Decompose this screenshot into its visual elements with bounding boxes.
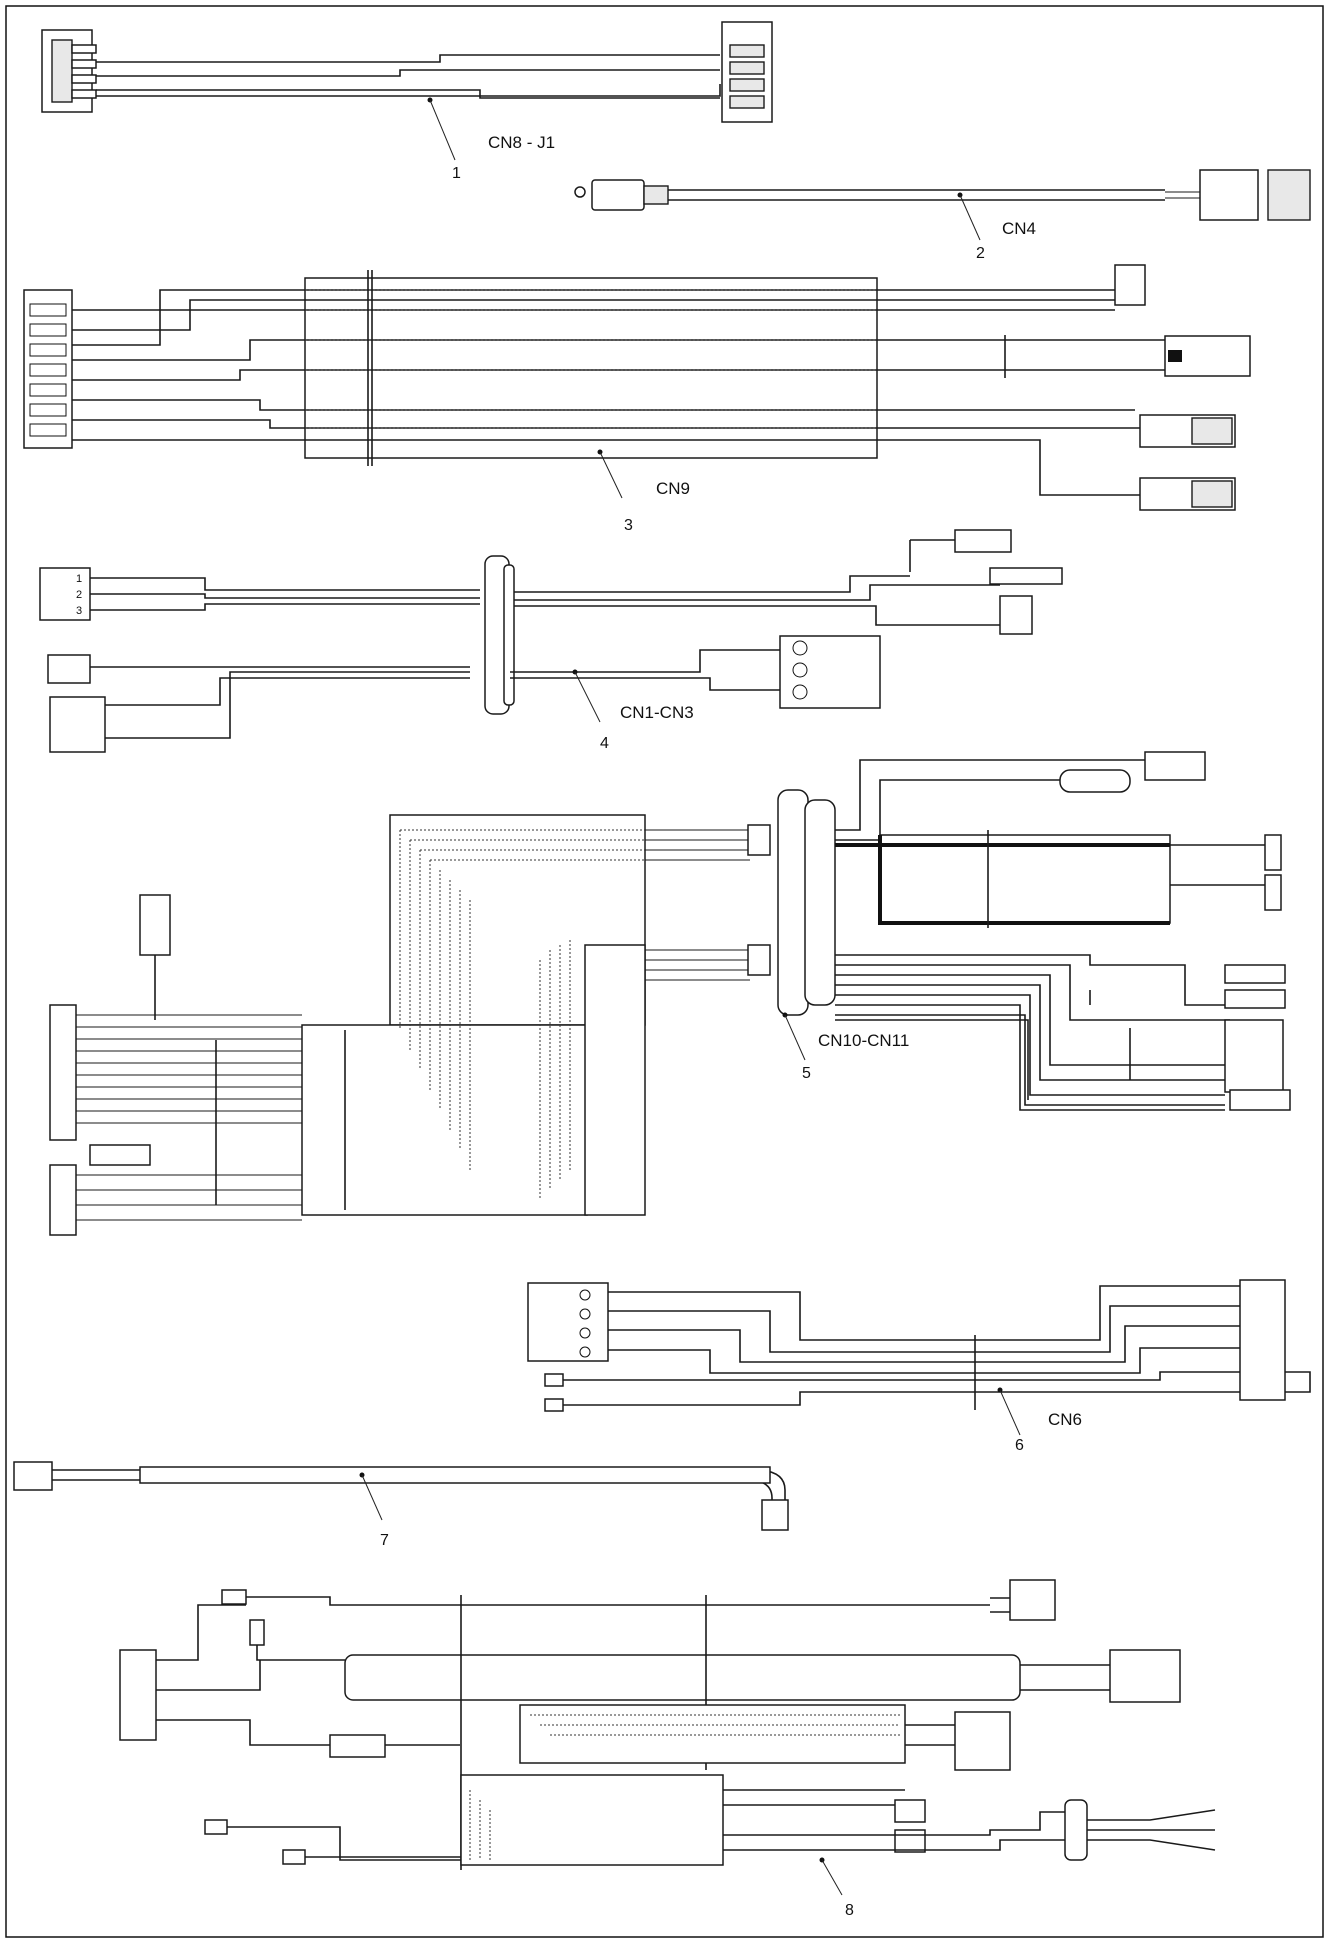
pin-label-2: 2	[76, 589, 82, 601]
harness-2: CN4 2	[574, 169, 1311, 262]
item-2-connector-label: CN4	[1002, 219, 1036, 238]
sensor-7	[761, 1499, 789, 1531]
page-frame	[5, 5, 1324, 1938]
harness-5: CN10-CN11 5	[49, 751, 1291, 1236]
pin-label-3: 3	[76, 605, 82, 617]
connector-4c	[999, 595, 1033, 635]
item-3-connector-label: CN9	[656, 479, 690, 498]
sleeve-5-right	[879, 834, 1171, 924]
harness-3: CN9 3	[23, 264, 1251, 534]
connector-8b	[1109, 1649, 1181, 1703]
terminal-strip-6	[1239, 1279, 1286, 1401]
item-4-number: 4	[600, 735, 609, 752]
item-5-number: 5	[802, 1065, 811, 1082]
item-1-number: 1	[452, 165, 461, 182]
sleeve-8-main	[344, 1654, 1021, 1701]
connector-8c	[954, 1711, 1011, 1771]
harness-4: 1 2 3 CN1-CN3 4	[39, 529, 1063, 753]
harness-8: 8	[119, 1579, 1216, 1919]
connector-left-4	[39, 567, 91, 621]
connector-left-2	[591, 179, 645, 211]
connector-left-6	[527, 1282, 609, 1362]
connector-3a	[1114, 264, 1146, 306]
pin-label-1: 1	[76, 573, 82, 585]
harness-7: 7	[13, 1461, 789, 1549]
sleeve-8-lower	[460, 1774, 724, 1866]
connector-5-left-main	[49, 1004, 77, 1141]
connector-4b	[989, 567, 1063, 585]
connector-5-a	[1264, 834, 1282, 871]
item-4-connector-label: CN1-CN3	[620, 703, 694, 722]
grommet-8	[1064, 1799, 1088, 1861]
item-5-connector-label: CN10-CN11	[818, 1031, 909, 1050]
connector-8a	[1009, 1579, 1056, 1621]
item-2-number: 2	[976, 245, 985, 262]
connector-5-d	[1229, 1089, 1291, 1111]
connector-right-2	[1199, 169, 1259, 221]
connector-5-b	[1264, 874, 1282, 911]
connector-5-c	[1224, 1019, 1284, 1093]
item-6-connector-label: CN6	[1048, 1410, 1082, 1429]
connector-left-7	[13, 1461, 53, 1491]
grommet-5	[777, 789, 809, 1016]
diode-5	[89, 1144, 151, 1166]
item-6-number: 6	[1015, 1437, 1024, 1454]
sleeve-3	[304, 277, 878, 459]
connector-5-left-lower	[49, 1164, 77, 1236]
harness-1: CN8 - J1 1	[41, 21, 773, 182]
connector-8-left	[119, 1649, 157, 1741]
connector-4d	[49, 696, 106, 753]
item-1-connector-label: CN8 - J1	[488, 133, 555, 152]
item-8-number: 8	[845, 1902, 854, 1919]
item-7-number: 7	[380, 1532, 389, 1549]
item-3-number: 3	[624, 517, 633, 534]
sleeve-8-upper	[519, 1704, 906, 1764]
harness-6: CN6 6	[527, 1279, 1311, 1454]
